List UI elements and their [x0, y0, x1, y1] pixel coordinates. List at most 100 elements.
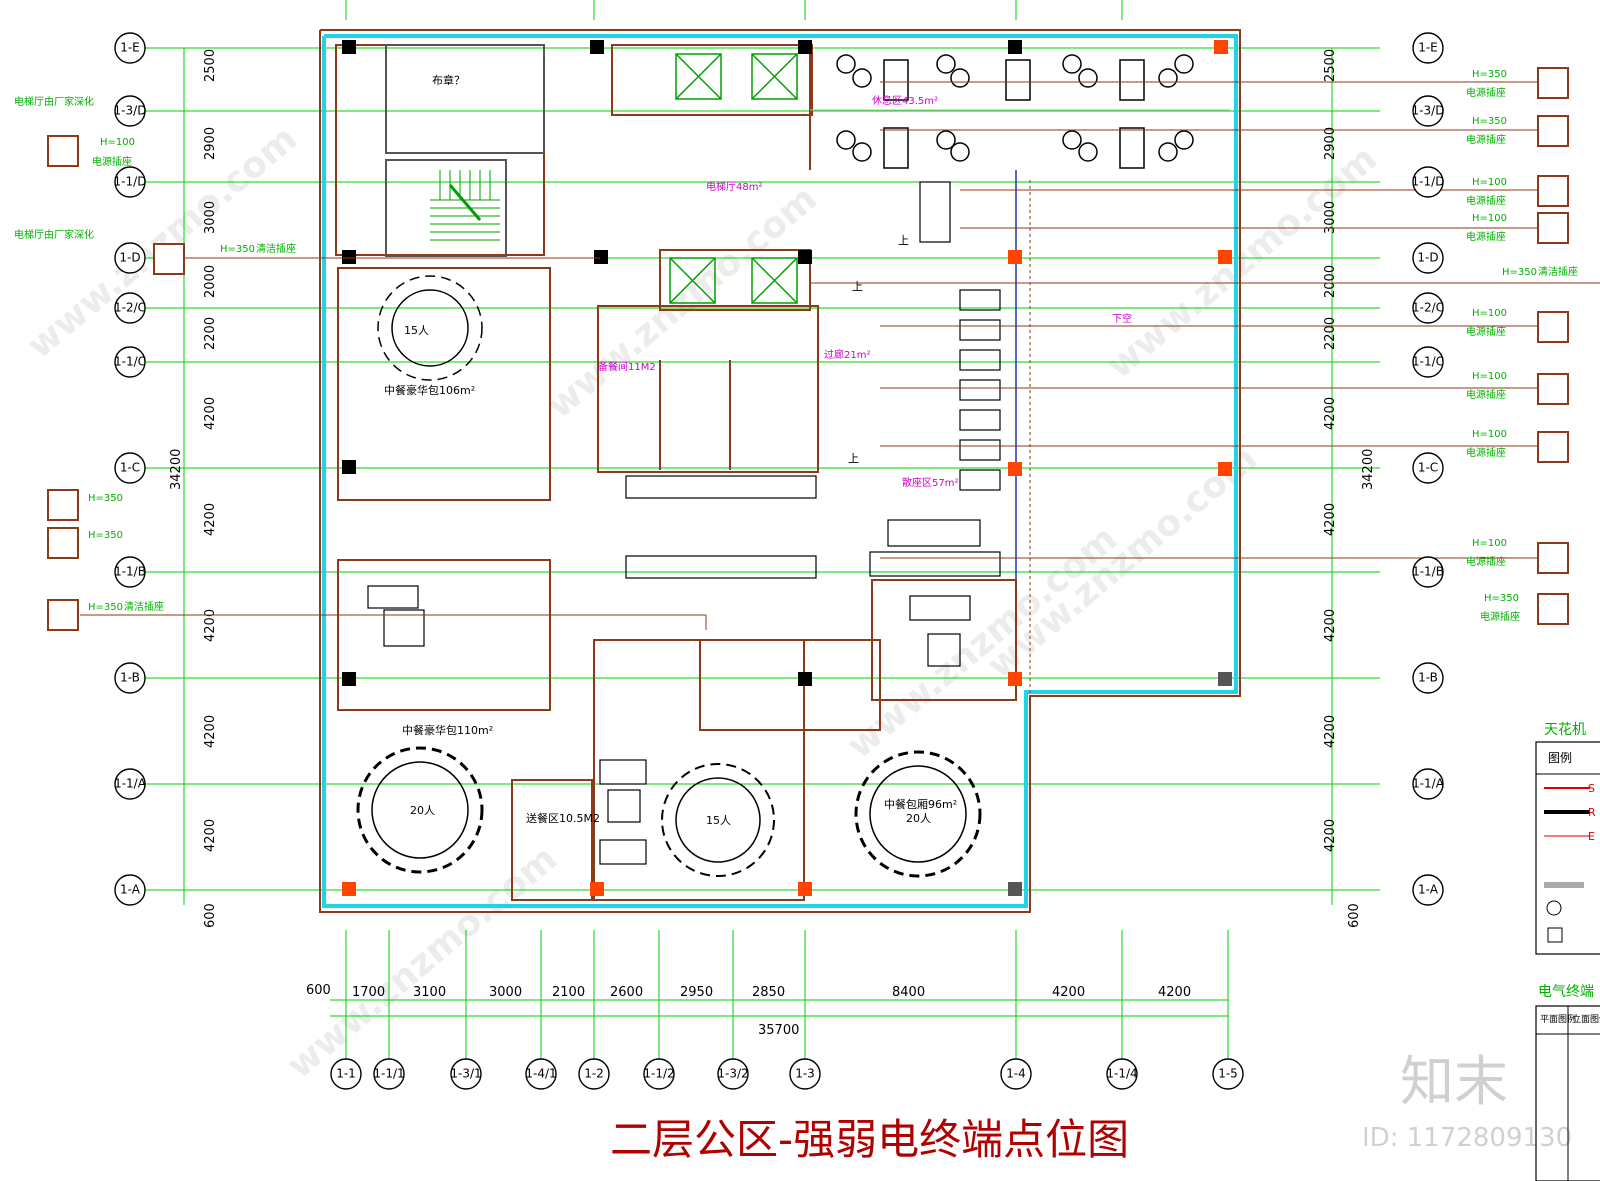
axis-bubbles-right: 1-E 1-3/D 1-1/D 1-D 1-2/C 1-1/C 1-C 1-1/…	[1412, 32, 1445, 906]
room-label: 下空	[1112, 312, 1132, 325]
dim-right: 4200	[1323, 609, 1338, 642]
room-label: 20人	[410, 804, 435, 817]
right-outlets	[1537, 67, 1569, 625]
svg-text:E: E	[1588, 830, 1595, 843]
svg-text:H=100: H=100	[1472, 177, 1507, 188]
svg-text:H=100: H=100	[1472, 213, 1507, 224]
svg-text:1-A: 1-A	[1418, 883, 1439, 897]
svg-text:电源插座: 电源插座	[92, 155, 132, 168]
axis-bubble: 1-1/C	[114, 346, 146, 378]
svg-text:H=350: H=350	[88, 530, 123, 541]
room-label: 过廊21m²	[824, 348, 870, 361]
svg-text:1-1/A: 1-1/A	[1412, 777, 1445, 791]
axis-bubble: 1-A	[114, 874, 146, 906]
svg-text:1-4: 1-4	[1006, 1067, 1026, 1081]
svg-text:1-A: 1-A	[120, 883, 141, 897]
left-dimension: 2500 2900 3000 2000 2200 4200 4200 4200 …	[169, 48, 1376, 928]
axis-bubble: 1-1/D	[114, 166, 147, 198]
dim-right: 2500	[1323, 49, 1338, 82]
dim-left: 2200	[203, 317, 218, 350]
svg-text:H=100: H=100	[1472, 538, 1507, 549]
svg-text:R: R	[1588, 806, 1596, 819]
bottom-dimension: 600 1700 3100 3000 2100 2600 2950 2850 8…	[306, 983, 1228, 1038]
svg-text:电源插座: 电源插座	[1466, 388, 1506, 401]
svg-text:1-1/B: 1-1/B	[114, 565, 146, 579]
svg-text:1-2/C: 1-2/C	[114, 301, 146, 315]
room-label: 布章？	[432, 73, 465, 87]
dim-right-total: 34200	[1361, 449, 1376, 490]
axis-bubble: 1-4/1	[525, 1058, 557, 1090]
svg-text:电源插座: 电源插座	[1466, 86, 1506, 99]
left-outlets	[47, 135, 185, 631]
axis-bubble: 1-1/C	[1412, 346, 1444, 378]
axis-bubble: 1-2	[578, 1058, 610, 1090]
axis-bubble: 1-3	[789, 1058, 821, 1090]
room-label: 15人	[706, 814, 731, 827]
axis-bubble: 1-4	[1000, 1058, 1032, 1090]
axis-bubble: 1-D	[114, 242, 146, 274]
svg-text:H=100: H=100	[1472, 308, 1507, 319]
axis-bubbles-bottom: 1-1 1-1/1 1-3/1 1-4/1 1-2 1-1/2 1-3/2 1-…	[330, 1058, 1244, 1090]
dim-left: 4200	[203, 503, 218, 536]
dim-bottom: 4200	[1052, 985, 1085, 1000]
svg-text:1-E: 1-E	[120, 41, 140, 55]
interior-walls	[335, 44, 1230, 901]
dim-right: 4200	[1323, 819, 1338, 852]
elevator-icons	[669, 53, 798, 304]
svg-text:S: S	[1588, 782, 1595, 795]
axis-bubble: 1-1/B	[114, 556, 146, 588]
svg-text:立面图例: 立面图例	[1572, 1013, 1600, 1025]
room-label: 送餐区10.5M2	[526, 811, 600, 825]
room-label: 15人	[404, 324, 429, 337]
outlet-icon	[153, 243, 185, 275]
outlet-icon	[1537, 212, 1569, 244]
svg-text:H=350: H=350	[88, 493, 123, 504]
dim-bottom: 8400	[892, 985, 925, 1000]
dim-left: 4200	[203, 819, 218, 852]
axis-bubbles-left: 1-E 1-3/D 1-1/D 1-D 1-2/C 1-1/C 1-C 1-1/…	[114, 32, 147, 906]
svg-text:1-3/2: 1-3/2	[717, 1067, 748, 1081]
axis-bubble: 1-C	[114, 452, 146, 484]
stair-icon	[430, 170, 500, 241]
axis-bubble: 1-C	[1412, 452, 1444, 484]
dim-left-total: 34200	[169, 449, 184, 490]
dim-right: 4200	[1323, 715, 1338, 748]
axis-bubble: 1-1	[330, 1058, 362, 1090]
dim-bottom: 1700	[352, 985, 385, 1000]
svg-text:1-1/D: 1-1/D	[114, 175, 147, 189]
axis-bubble: 1-1/A	[114, 768, 147, 800]
watermark-text: www.znzmo.com	[1099, 138, 1384, 387]
svg-text:1-1/C: 1-1/C	[114, 355, 146, 369]
axis-bubble: 1-3/D	[114, 95, 146, 127]
axis-bubble: 1-D	[1412, 242, 1444, 274]
axis-bubble: 1-2/C	[1412, 292, 1444, 324]
room-label: 散座区57m²	[902, 476, 958, 489]
outlet-icon	[47, 599, 79, 631]
dim-right: 2200	[1323, 317, 1338, 350]
room-label: 中餐豪华包110m²	[402, 723, 493, 737]
svg-text:电源插座: 电源插座	[1466, 555, 1506, 568]
svg-text:1-E: 1-E	[1418, 41, 1438, 55]
svg-text:H=100: H=100	[1472, 429, 1507, 440]
svg-text:电梯厅由厂家深化: 电梯厅由厂家深化	[14, 95, 94, 108]
dim-bottom: 2950	[680, 985, 713, 1000]
round-tables	[356, 275, 982, 878]
legend: 天花机 图例 S R E 电气终端 平面图例 立面图例	[1535, 722, 1600, 1181]
left-notes: 电梯厅由厂家深化 电梯厅由厂家深化 H=100 电源插座 H=350 清洁插座 …	[14, 95, 296, 613]
dim-bottom: 3100	[413, 985, 446, 1000]
svg-text:1-1: 1-1	[336, 1067, 356, 1081]
dim-right: 4200	[1323, 397, 1338, 430]
dim-left: 4200	[203, 609, 218, 642]
watermark-layer: www.znzmo.com www.znzmo.com www.znzmo.co…	[19, 118, 1384, 1087]
svg-text:1-1/B: 1-1/B	[1412, 565, 1444, 579]
svg-text:1-1/A: 1-1/A	[114, 777, 147, 791]
outlet-icon	[47, 135, 79, 167]
outlet-icon	[1537, 373, 1569, 405]
axis-bubble: 1-B	[1412, 662, 1444, 694]
svg-text:H=350: H=350	[1484, 593, 1519, 604]
axis-bubble: 1-B	[114, 662, 146, 694]
svg-text:H=350: H=350	[1502, 267, 1537, 278]
room-label: 上	[898, 234, 909, 247]
axis-bubble: 1-1/4	[1106, 1058, 1138, 1090]
svg-text:1-5: 1-5	[1218, 1067, 1238, 1081]
